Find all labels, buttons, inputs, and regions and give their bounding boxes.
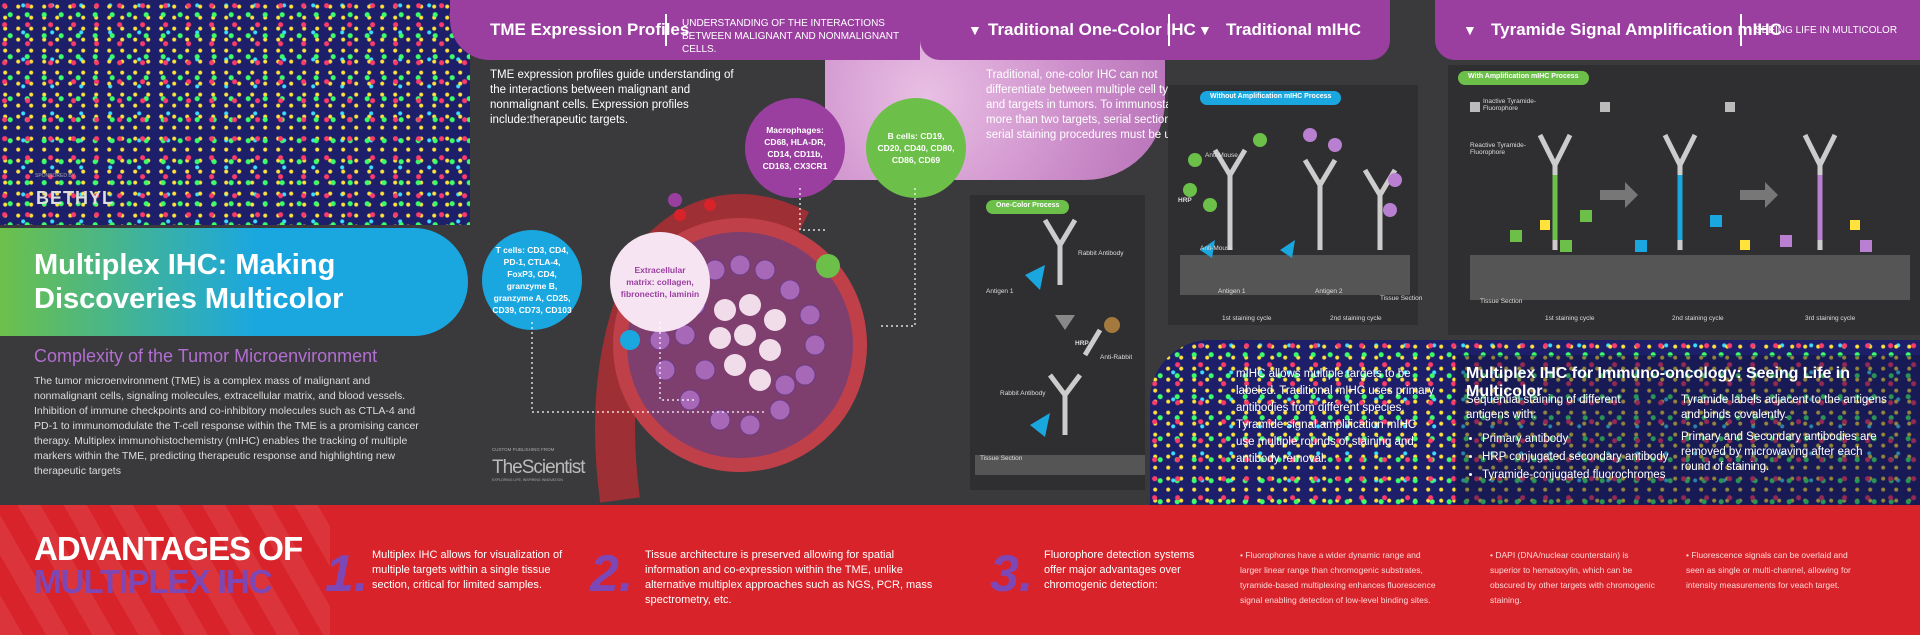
tab-divider (1740, 14, 1742, 46)
title-banner: Multiplex IHC: Making Discoveries Multic… (0, 228, 468, 336)
advantage-detail-2: • DAPI (DNA/nuclear counterstain) is sup… (1490, 550, 1655, 605)
macrophages-circle: Macrophages: CD68, HLA-DR, CD14, CD11b, … (745, 98, 845, 198)
ecm-circle: Extracellular matrix: collagen, fibronec… (610, 232, 710, 332)
triangle-down-icon: ▼ (1198, 22, 1212, 38)
with-amp-chip: With Amplification mIHC Process (1458, 71, 1589, 85)
reactive-tyramide-label: Reactive Tyramide-Fluorophore (1470, 142, 1526, 156)
advantage-num-3: 3. (990, 545, 1034, 603)
tab-one-color: ▼ Traditional One-Color IHC ▼ Traditiona… (920, 0, 1390, 60)
bullet-primary: Primary antibody (1482, 430, 1668, 448)
detail-2-text: DAPI (DNA/nuclear counterstain) is super… (1490, 550, 1655, 605)
triangle-down-icon: ▼ (1463, 22, 1477, 38)
third-cycle-label: 3rd staining cycle (1805, 315, 1856, 322)
without-amp-chip: Without Amplification mIHC Process (1200, 91, 1342, 105)
connector-lines (531, 188, 916, 413)
tsa-illustration (1470, 102, 1910, 300)
tsa-subtitle: SEEING LIFE IN MULTICOLOR (1755, 25, 1898, 36)
immuno-title: Multiplex IHC for Immuno-oncology: Seein… (1466, 365, 1850, 400)
antigen2-label: Antigen 2 (1315, 288, 1343, 295)
immuno-right1: Tyramide labels adjacent to the antigens… (1681, 394, 1887, 421)
mihc-title: Traditional mIHC (1226, 20, 1362, 39)
tissue-section-label: Tissue Section (980, 455, 1023, 462)
second-cycle-label: 2nd staining cycle (1330, 315, 1382, 322)
immuno-bullets: Primary antibody HRP conjugated secondar… (1482, 430, 1668, 484)
advantage-text-1: Multiplex IHC allows for visualization o… (372, 549, 563, 591)
mihc-antibody-illustration (1180, 128, 1410, 295)
first-cycle-label-2: 1st staining cycle (1545, 315, 1595, 322)
mihc-text: mIHC allows multiple targets to be label… (1236, 368, 1435, 465)
chevron-decoration (0, 505, 330, 635)
rabbit-antibody-label: Rabbit Antibody (1078, 250, 1124, 257)
one-color-text: Traditional, one-color IHC can not diffe… (986, 69, 1193, 141)
hrp-label-2: HRP (1178, 197, 1192, 204)
antibody-illustration (975, 218, 1145, 475)
antigen1-label: Antigen 1 (986, 288, 1014, 295)
detail-3-text: Fluorescence signals can be overlaid and… (1686, 550, 1851, 590)
sponsor-label: SPONSORED BY (35, 173, 76, 179)
tsa-title: Tyramide Signal Amplification mIHC (1491, 20, 1782, 39)
advantage-text-3: Fluorophore detection systems offer majo… (1044, 549, 1195, 591)
advantage-detail-3: • Fluorescence signals can be overlaid a… (1686, 550, 1851, 590)
rabbit-antibody-label-2: Rabbit Antibody (1000, 390, 1046, 397)
immuno-right2: Primary and Secondary antibodies are rem… (1681, 431, 1877, 473)
second-cycle-label-2: 2nd staining cycle (1672, 315, 1724, 322)
bullet-tyramide: Tyramide-conjugated fluorochromes (1482, 466, 1668, 484)
tab-divider (665, 14, 667, 46)
main-title: Multiplex IHC: Making Discoveries Multic… (34, 249, 344, 315)
tab-tme: TME Expression Profiles UNDERSTANDING OF… (450, 0, 920, 60)
tissue-section-label-3: Tissue Section (1480, 298, 1523, 305)
anti-rabbit-label: Anti-Rabbit (1100, 354, 1133, 361)
tcells-circle: T cells: CD3, CD4, PD-1, CTLA-4, FoxP3, … (482, 230, 582, 330)
bethyl-logo: BETHYL (36, 188, 114, 208)
advantages-title-2: MULTIPLEX IHC (34, 563, 273, 600)
triangle-down-icon: ▼ (968, 22, 982, 38)
detail-1-text: Fluorophores have a wider dynamic range … (1240, 550, 1436, 605)
anti-mouse-label: Anti-Mouse (1205, 152, 1238, 159)
advantages-title-1: ADVANTAGES OF (34, 530, 303, 567)
bullet-hrp: HRP conjugated secondary antibody (1482, 448, 1668, 466)
anti-mouse-label-2: Anti-Mouse (1200, 245, 1233, 252)
inactive-tyramide-label: Inactive Tyramide-Fluorophore (1483, 98, 1536, 112)
tissue-section-label-2: Tissue Section (1380, 295, 1423, 302)
immuno-left-intro: Sequential staining of different antigen… (1466, 394, 1621, 421)
first-cycle-label: 1st staining cycle (1222, 315, 1272, 322)
tab-divider (1168, 14, 1170, 46)
advantage-num-1: 1. (325, 545, 369, 603)
antigen1-label-2: Antigen 1 (1218, 288, 1246, 295)
tme-text: TME expression profiles guide understand… (490, 69, 734, 126)
hrp-label: HRP (1075, 340, 1089, 347)
intro-text: The tumor microenvironment (TME) is a co… (34, 375, 419, 477)
one-color-process-chip: One-Color Process (986, 200, 1070, 214)
advantage-detail-1: • Fluorophores have a wider dynamic rang… (1240, 550, 1436, 605)
subtitle: Complexity of the Tumor Microenvironment (34, 346, 378, 366)
immuno-panel-bg (1455, 355, 1920, 505)
microscopy-image-top (0, 0, 470, 225)
scientist-tagline: EXPLORING LIFE, INSPIRING INNOVATION (492, 478, 563, 482)
bcells-circle: B cells: CD19, CD20, CD40, CD80, CD86, C… (866, 98, 966, 198)
tme-subtitle: UNDERSTANDING OF THE INTERACTIONS BETWEE… (682, 18, 899, 55)
scientist-label: CUSTOM PUBLISHING FROM (492, 447, 555, 452)
advantages-band (0, 505, 1920, 635)
advantage-text-2: Tissue architecture is preserved allowin… (645, 549, 933, 606)
one-color-title: Traditional One-Color IHC (988, 20, 1196, 39)
tab-tsa: ▼ Tyramide Signal Amplification mIHC SEE… (1435, 0, 1920, 60)
tme-title: TME Expression Profiles (490, 20, 690, 39)
microscopy-image-bottom (1150, 340, 1920, 505)
advantage-num-2: 2. (590, 545, 634, 603)
scientist-logo: TheScientist (492, 457, 586, 478)
